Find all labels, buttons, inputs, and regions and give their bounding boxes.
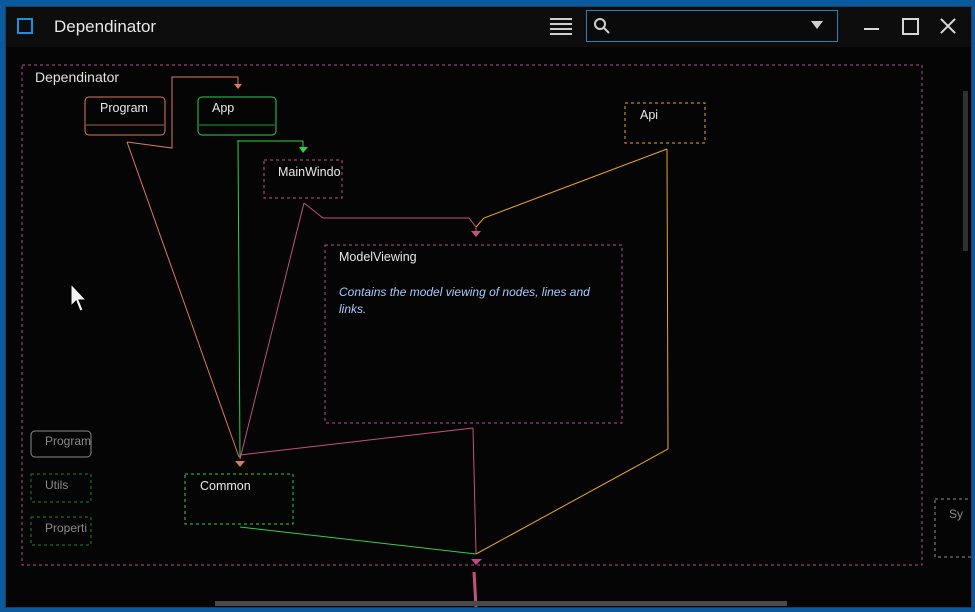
search-input[interactable] — [617, 15, 801, 37]
search-icon — [594, 18, 610, 34]
node-model-viewing-desc-1: Contains the model viewing of nodes, lin… — [339, 285, 590, 299]
arrow-common — [235, 461, 245, 467]
mouse-cursor-icon — [70, 283, 88, 312]
node-main-window[interactable]: MainWindo — [263, 159, 343, 199]
search-box[interactable] — [586, 10, 838, 42]
chevron-down-icon[interactable] — [811, 21, 823, 29]
maximize-button[interactable] — [899, 15, 921, 37]
node-app[interactable]: App — [197, 96, 277, 136]
horizontal-scrollbar[interactable] — [215, 601, 787, 606]
app-window: Dependinator Dependinator — [5, 6, 972, 608]
node-program-label: Program — [100, 101, 148, 115]
node-utils[interactable]: Utils — [30, 473, 92, 503]
node-utils-label: Utils — [45, 478, 68, 492]
arrow-app — [234, 84, 242, 89]
diagram-canvas[interactable]: Dependinator Program — [6, 47, 971, 607]
node-properties-label: Properti — [45, 521, 87, 535]
node-app-label: App — [212, 101, 234, 115]
arrow-modelviewing — [471, 231, 481, 237]
link-app-main — [237, 140, 304, 151]
node-side-program[interactable]: Program — [30, 430, 92, 458]
link-modelviewing-bottom — [472, 427, 477, 555]
link-program-app — [126, 76, 239, 149]
link-app-common — [237, 139, 241, 460]
node-model-viewing-desc-2: links. — [339, 302, 366, 316]
window-title: Dependinator — [54, 17, 157, 36]
close-button[interactable] — [937, 15, 959, 37]
node-api[interactable]: Api — [624, 102, 706, 144]
node-properties[interactable]: Properti — [30, 516, 92, 546]
node-right-partial-label: Sy — [949, 507, 963, 521]
node-right-partial[interactable]: Sy — [934, 498, 971, 558]
arrow-main — [299, 147, 308, 153]
node-model-viewing-label: ModelViewing — [339, 250, 417, 264]
link-common-bottom — [239, 526, 477, 555]
link-main-common — [239, 202, 305, 460]
node-main-window-label: MainWindo — [278, 165, 341, 179]
arrow-bottom — [471, 559, 482, 565]
node-model-viewing[interactable]: ModelViewing Contains the model viewing … — [324, 244, 623, 424]
node-api-label: Api — [640, 108, 658, 122]
title-bar[interactable]: Dependinator — [6, 7, 971, 47]
link-api-modelviewing — [475, 148, 668, 228]
root-label: Dependinator — [35, 69, 119, 85]
node-program[interactable]: Program — [84, 96, 166, 136]
link-main-modelviewing — [303, 202, 477, 234]
link-modelviewing-common — [239, 427, 474, 456]
link-program-common — [126, 141, 240, 458]
app-icon — [17, 18, 33, 34]
vertical-scrollbar[interactable] — [963, 91, 968, 251]
menu-icon[interactable] — [550, 18, 572, 36]
node-side-program-label: Program — [45, 434, 91, 448]
node-common[interactable]: Common — [184, 473, 294, 525]
minimize-button[interactable] — [861, 15, 883, 37]
root-container — [21, 64, 923, 566]
node-common-label: Common — [200, 479, 251, 493]
link-api-bottom — [475, 148, 669, 555]
